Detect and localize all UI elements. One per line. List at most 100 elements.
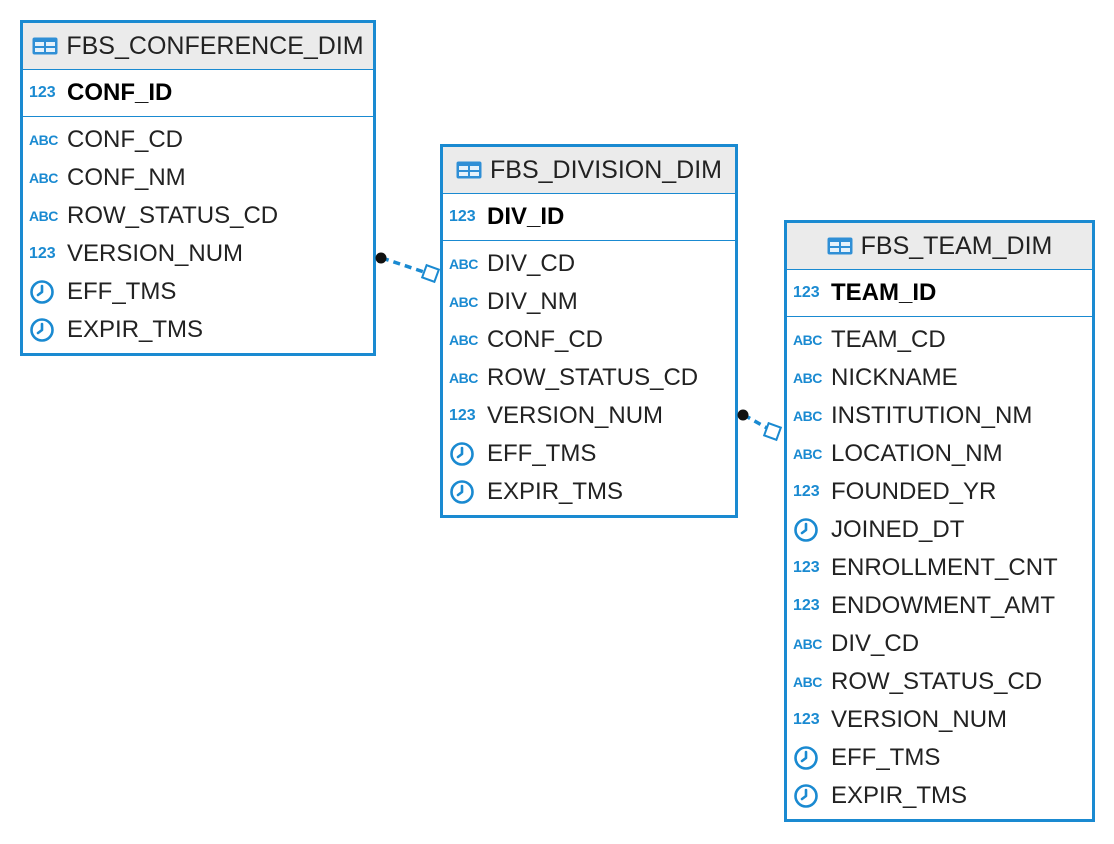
column-name: EXPIR_TMS (67, 316, 204, 343)
text-type-icon: ABC (793, 446, 822, 462)
column-name: FOUNDED_YR (831, 478, 997, 505)
primary-key-section: 123 TEAM_ID (787, 270, 1092, 317)
column-name: CONF_CD (487, 326, 604, 353)
column-row[interactable]: ABC TEAM_CD (787, 321, 1092, 359)
column-row[interactable]: ABC LOCATION_NM (787, 435, 1092, 473)
column-row[interactable]: ABC CONF_NM (23, 159, 373, 197)
entity-header[interactable]: FBS_DIVISION_DIM (443, 147, 735, 194)
column-name: ENROLLMENT_CNT (831, 554, 1058, 581)
column-row[interactable]: EFF_TMS (23, 273, 373, 311)
numeric-type-icon: 123 (793, 284, 820, 301)
column-row[interactable]: 123 VERSION_NUM (787, 701, 1092, 739)
column-name: DIV_CD (831, 630, 920, 657)
entity-title: FBS_DIVISION_DIM (490, 155, 722, 184)
column-row[interactable]: 123 VERSION_NUM (23, 235, 373, 273)
text-type-icon: ABC (793, 370, 822, 386)
column-name: CONF_NM (67, 164, 186, 191)
table-icon (32, 37, 58, 55)
text-type-icon: ABC (29, 132, 58, 148)
column-name: EFF_TMS (67, 278, 177, 305)
column-row[interactable]: EXPIR_TMS (787, 777, 1092, 815)
numeric-type-icon: 123 (793, 483, 820, 500)
primary-key-row[interactable]: 123 TEAM_ID (787, 274, 1092, 312)
column-row[interactable]: 123 ENDOWMENT_AMT (787, 587, 1092, 625)
text-type-icon: ABC (29, 208, 58, 224)
entity-fbs-team-dim[interactable]: FBS_TEAM_DIM 123 TEAM_ID ABC TEAM_CD ABC NICKN… (784, 220, 1095, 822)
column-name: ENDOWMENT_AMT (831, 592, 1055, 619)
column-row[interactable]: EXPIR_TMS (443, 473, 735, 511)
link-conference-division[interactable] (375, 252, 441, 284)
column-name: DIV_ID (487, 203, 565, 230)
column-row[interactable]: EFF_TMS (443, 435, 735, 473)
column-name: EFF_TMS (487, 440, 597, 467)
column-name: VERSION_NUM (831, 706, 1008, 733)
text-type-icon: ABC (793, 674, 822, 690)
clock-icon (29, 279, 65, 305)
table-icon (456, 161, 482, 179)
column-name: CONF_ID (67, 79, 173, 106)
link-division-team[interactable] (737, 409, 783, 442)
column-name: VERSION_NUM (67, 240, 244, 267)
text-type-icon: ABC (29, 170, 58, 186)
column-name: LOCATION_NM (831, 440, 1003, 467)
column-name: ROW_STATUS_CD (831, 668, 1043, 695)
numeric-type-icon: 123 (793, 597, 820, 614)
clock-icon (793, 783, 829, 809)
column-name: EXPIR_TMS (831, 782, 968, 809)
column-row[interactable]: ABC ROW_STATUS_CD (787, 663, 1092, 701)
column-name: DIV_CD (487, 250, 576, 277)
column-name: EFF_TMS (831, 744, 941, 771)
text-type-icon: ABC (793, 636, 822, 652)
clock-icon (793, 517, 829, 543)
numeric-type-icon: 123 (793, 711, 820, 728)
primary-key-row[interactable]: 123 CONF_ID (23, 74, 373, 112)
column-name: CONF_CD (67, 126, 184, 153)
column-row[interactable]: 123 FOUNDED_YR (787, 473, 1092, 511)
text-type-icon: ABC (449, 294, 478, 310)
column-row[interactable]: JOINED_DT (787, 511, 1092, 549)
table-icon (827, 237, 853, 255)
numeric-type-icon: 123 (793, 559, 820, 576)
column-row[interactable]: ABC INSTITUTION_NM (787, 397, 1092, 435)
numeric-type-icon: 123 (449, 208, 476, 225)
link-end-diamond (762, 421, 783, 442)
link-end-diamond (420, 263, 441, 284)
text-type-icon: ABC (793, 332, 822, 348)
column-name: EXPIR_TMS (487, 478, 624, 505)
text-type-icon: ABC (793, 408, 822, 424)
entity-header[interactable]: FBS_TEAM_DIM (787, 223, 1092, 270)
column-row[interactable]: EFF_TMS (787, 739, 1092, 777)
column-name: NICKNAME (831, 364, 958, 391)
column-row[interactable]: ABC CONF_CD (23, 121, 373, 159)
column-row[interactable]: ABC NICKNAME (787, 359, 1092, 397)
column-name: JOINED_DT (831, 516, 965, 543)
column-name: TEAM_CD (831, 326, 946, 353)
entity-title: FBS_CONFERENCE_DIM (66, 31, 364, 60)
primary-key-row[interactable]: 123 DIV_ID (443, 198, 735, 236)
column-name: ROW_STATUS_CD (67, 202, 279, 229)
entity-header[interactable]: FBS_CONFERENCE_DIM (23, 23, 373, 70)
numeric-type-icon: 123 (29, 84, 56, 101)
column-row[interactable]: EXPIR_TMS (23, 311, 373, 349)
clock-icon (449, 441, 485, 467)
clock-icon (29, 317, 65, 343)
column-name: ROW_STATUS_CD (487, 364, 699, 391)
column-row[interactable]: 123 ENROLLMENT_CNT (787, 549, 1092, 587)
column-row[interactable]: ABC DIV_CD (787, 625, 1092, 663)
column-name: TEAM_ID (831, 279, 937, 306)
primary-key-section: 123 CONF_ID (23, 70, 373, 117)
column-row[interactable]: ABC ROW_STATUS_CD (23, 197, 373, 235)
column-name: INSTITUTION_NM (831, 402, 1033, 429)
numeric-type-icon: 123 (449, 407, 476, 424)
numeric-type-icon: 123 (29, 245, 56, 262)
